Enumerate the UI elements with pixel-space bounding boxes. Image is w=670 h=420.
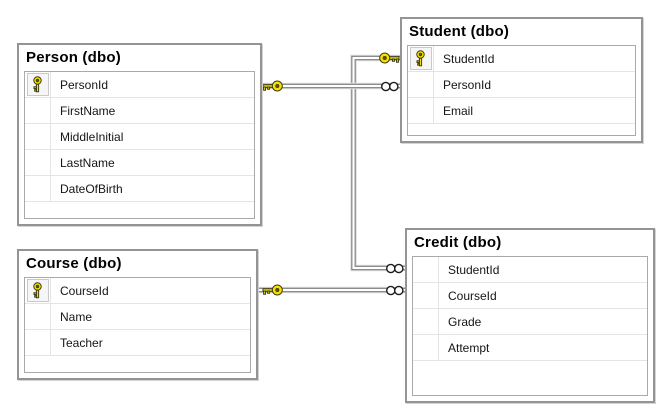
table-title[interactable]: Course (dbo) xyxy=(26,255,122,272)
pk-cell xyxy=(25,176,51,201)
pk-cell xyxy=(25,330,51,355)
primary-key-icon xyxy=(26,279,49,302)
connector-student-credit[interactable] xyxy=(350,54,406,272)
column-grid: PersonId FirstName MiddleInitial LastNam… xyxy=(24,71,255,219)
column-name: PersonId xyxy=(60,77,109,92)
column-row[interactable]: DateOfBirth xyxy=(25,176,254,202)
key-one-end-icon xyxy=(262,80,283,92)
pk-cell xyxy=(413,283,439,308)
column-name: Name xyxy=(60,309,93,324)
column-name: CourseId xyxy=(60,283,109,298)
column-row[interactable]: Email xyxy=(408,98,635,124)
table-title[interactable]: Person (dbo) xyxy=(26,49,121,66)
column-row[interactable]: CourseId xyxy=(413,283,647,309)
column-row[interactable]: MiddleInitial xyxy=(25,124,254,150)
key-one-end-icon xyxy=(262,284,283,296)
column-name: Attempt xyxy=(448,340,490,355)
column-row[interactable]: Name xyxy=(25,304,250,330)
column-name: DateOfBirth xyxy=(60,181,123,196)
column-name: CourseId xyxy=(448,288,497,303)
column-name: StudentId xyxy=(448,262,500,277)
column-row[interactable]: PersonId xyxy=(25,72,254,98)
table-title[interactable]: Student (dbo) xyxy=(409,23,510,40)
column-grid: StudentId CourseId Grade Attempt xyxy=(412,256,648,396)
column-grid: StudentId PersonId Email xyxy=(407,45,636,136)
column-name: Email xyxy=(443,103,474,118)
infinity-many-end-icon xyxy=(386,263,404,274)
pk-cell xyxy=(413,309,439,334)
pk-cell xyxy=(25,98,51,123)
infinity-many-end-icon xyxy=(381,81,399,92)
column-name: PersonId xyxy=(443,77,492,92)
key-one-end-icon xyxy=(379,52,400,64)
pk-cell xyxy=(408,98,434,123)
column-name: Grade xyxy=(448,314,482,329)
pk-cell xyxy=(408,46,434,71)
table-credit[interactable]: Credit (dbo) StudentId CourseId Grade At… xyxy=(405,228,655,403)
infinity-many-end-icon xyxy=(386,285,404,296)
column-row[interactable]: CourseId xyxy=(25,278,250,304)
table-course[interactable]: Course (dbo) CourseId Name xyxy=(17,249,258,380)
column-row[interactable]: PersonId xyxy=(408,72,635,98)
column-grid: CourseId Name Teacher xyxy=(24,277,251,373)
table-person[interactable]: Person (dbo) PersonId FirstName xyxy=(17,43,262,226)
column-name: LastName xyxy=(60,155,115,170)
primary-key-icon xyxy=(26,73,49,96)
pk-cell xyxy=(413,257,439,282)
pk-cell xyxy=(25,150,51,175)
table-student[interactable]: Student (dbo) StudentId PersonId xyxy=(400,17,643,143)
column-row[interactable]: LastName xyxy=(25,150,254,176)
column-name: FirstName xyxy=(60,103,116,118)
pk-cell xyxy=(25,304,51,329)
pk-cell xyxy=(408,72,434,97)
column-row[interactable]: FirstName xyxy=(25,98,254,124)
pk-cell xyxy=(413,335,439,360)
column-row[interactable]: StudentId xyxy=(408,46,635,72)
column-name: MiddleInitial xyxy=(60,129,124,144)
table-title[interactable]: Credit (dbo) xyxy=(414,234,502,251)
column-row[interactable]: Grade xyxy=(413,309,647,335)
column-name: StudentId xyxy=(443,51,495,66)
column-name: Teacher xyxy=(60,335,103,350)
pk-cell xyxy=(25,72,51,97)
pk-cell xyxy=(25,278,51,303)
column-row[interactable]: Attempt xyxy=(413,335,647,361)
column-row[interactable]: Teacher xyxy=(25,330,250,356)
primary-key-icon xyxy=(409,47,432,70)
pk-cell xyxy=(25,124,51,149)
column-row[interactable]: StudentId xyxy=(413,257,647,283)
